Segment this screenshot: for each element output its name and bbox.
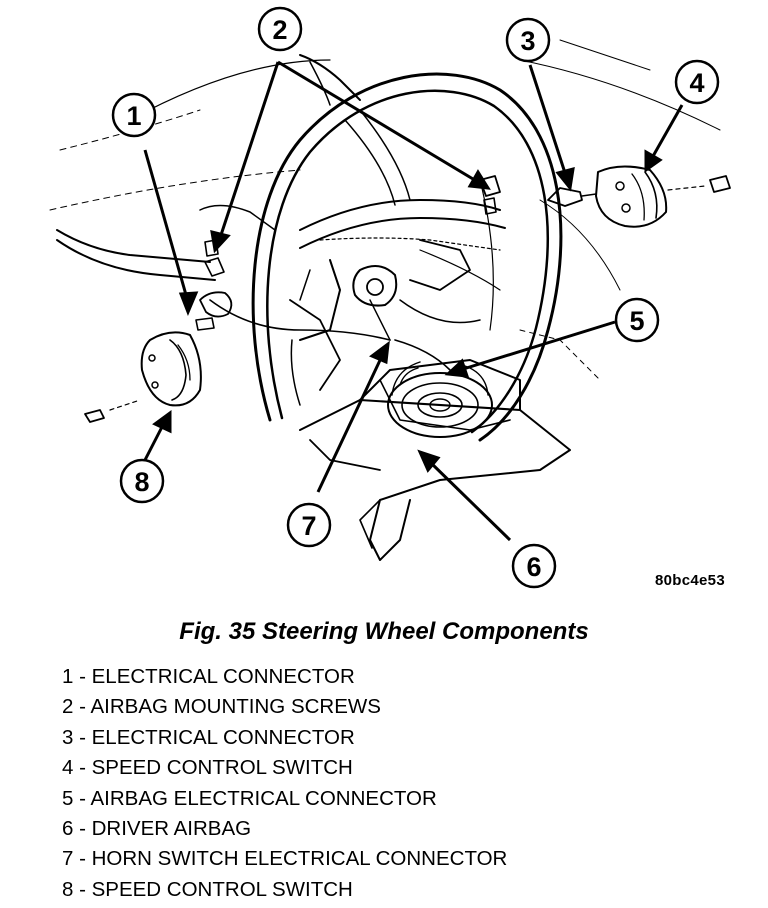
- callout-number-4: 4: [689, 68, 704, 98]
- callout-numbers: 1 2 3 4 5 6 7 8: [126, 15, 704, 582]
- legend-item: 2 - AIRBAG MOUNTING SCREWS: [62, 695, 381, 719]
- callout-7: [286, 502, 332, 548]
- callouts: [111, 6, 720, 589]
- callout-2: [257, 6, 303, 52]
- callout-8: [119, 458, 165, 504]
- callout-number-8: 8: [134, 467, 149, 497]
- legend-item: 8 - SPEED CONTROL SWITCH: [62, 877, 353, 901]
- callout-3: [505, 17, 551, 63]
- legend-item: 7 - HORN SWITCH ELECTRICAL CONNECTOR: [62, 847, 508, 871]
- callout-5: [614, 297, 660, 343]
- legend-item: 4 - SPEED CONTROL SWITCH: [62, 756, 353, 780]
- callout-6: [511, 543, 557, 589]
- legend-item: 6 - DRIVER AIRBAG: [62, 816, 252, 840]
- callout-1: [111, 92, 157, 138]
- image-reference-code: 80bc4e53: [655, 572, 725, 589]
- callout-number-1: 1: [126, 101, 141, 131]
- callout-number-6: 6: [526, 552, 541, 582]
- steering-wheel-diagram: 1 2 3 4 5 6 7 8: [49, 6, 731, 589]
- steering-column-drawing: [49, 39, 731, 561]
- figure-caption: Fig. 35 Steering Wheel Components: [179, 618, 589, 645]
- parts-legend: 1 - ELECTRICAL CONNECTOR 2 - AIRBAG MOUN…: [62, 662, 507, 905]
- callout-number-5: 5: [629, 306, 644, 336]
- callout-number-3: 3: [520, 26, 535, 56]
- callout-number-7: 7: [301, 511, 316, 541]
- callout-leaders: [143, 60, 684, 542]
- callout-4: [674, 59, 720, 105]
- legend-item: 3 - ELECTRICAL CONNECTOR: [62, 725, 355, 749]
- callout-number-2: 2: [272, 15, 287, 45]
- legend-item: 1 - ELECTRICAL CONNECTOR: [62, 665, 355, 688]
- legend-item: 5 - AIRBAG ELECTRICAL CONNECTOR: [62, 786, 437, 810]
